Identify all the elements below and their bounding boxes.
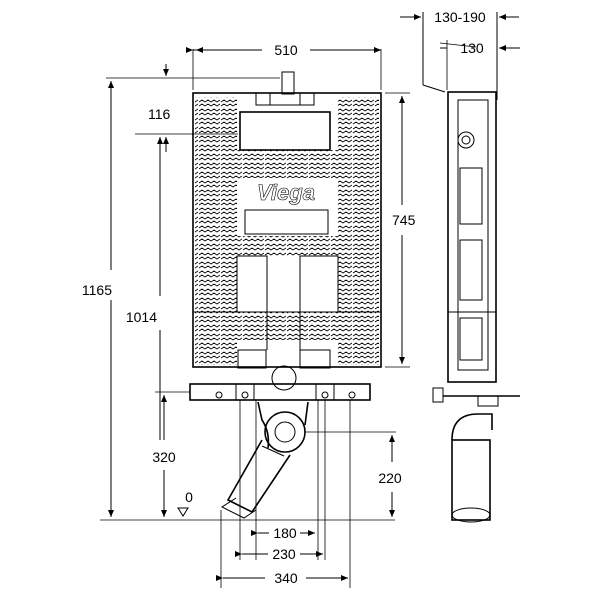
dim-1014: 1014: [126, 309, 157, 325]
dim-230: 230: [272, 546, 296, 562]
dim-130-190: 130-190: [434, 9, 486, 25]
upright-left: [236, 255, 268, 313]
flush-connector: [271, 365, 297, 391]
dim-130: 130: [460, 40, 484, 56]
side-drain: [451, 439, 491, 521]
hatch-mid-bottom: [237, 312, 338, 340]
viega-logo: Viega: [257, 180, 315, 205]
front-view: Viega: [189, 71, 382, 519]
top-bracket: [281, 71, 295, 95]
drain-pipe: [220, 401, 309, 519]
dimension-labels: 510 130-190 130 116 745 1165 1014 320 22…: [82, 9, 486, 586]
upright-right: [299, 255, 339, 313]
side-view: [422, 12, 520, 523]
dim-116: 116: [148, 106, 171, 122]
hatch-right: [338, 97, 379, 365]
dim-510: 510: [274, 42, 298, 58]
cistern-window: [239, 111, 331, 151]
dimension-lines: [100, 14, 520, 588]
dim-0: 0: [185, 489, 193, 505]
dim-180: 180: [273, 525, 297, 541]
top-bracket-plate: [255, 92, 315, 106]
hatch-mid-lower: [237, 236, 338, 256]
hatch-left: [195, 97, 237, 365]
dim-220: 220: [378, 470, 402, 486]
side-frame: [447, 91, 497, 383]
dim-745: 745: [392, 212, 416, 228]
hatch-mid-upper: [237, 150, 338, 180]
mid-plate: [244, 209, 329, 235]
dim-1165: 1165: [82, 282, 112, 298]
dim-320: 320: [152, 449, 176, 465]
dim-340: 340: [274, 570, 298, 586]
